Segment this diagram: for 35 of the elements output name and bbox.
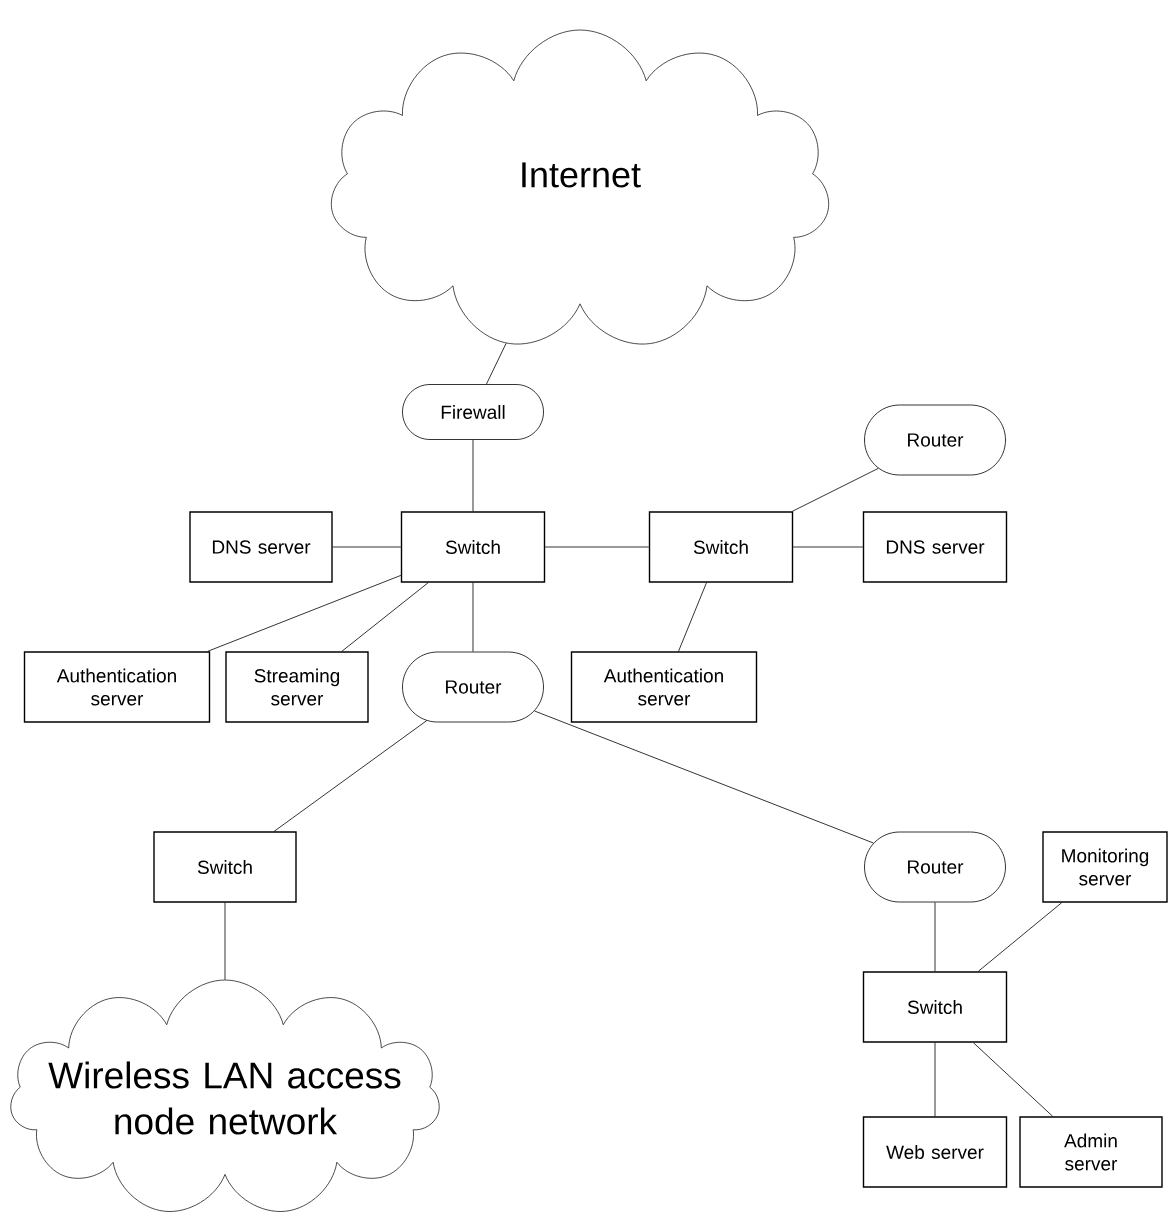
device-box: Admin server xyxy=(1019,1116,1163,1188)
connection-line xyxy=(332,546,402,548)
connection-line xyxy=(486,342,507,385)
device-box: Authentication server xyxy=(23,651,211,723)
connection-line xyxy=(792,467,879,512)
connection-line xyxy=(544,546,650,548)
device-box: Switch xyxy=(862,971,1008,1043)
connection-line xyxy=(224,902,226,981)
connection-line xyxy=(678,582,707,652)
connection-line xyxy=(973,1042,1054,1117)
device-box: Monitoring server xyxy=(1042,831,1168,903)
device-box: Web server xyxy=(862,1116,1008,1188)
device-box: Switch xyxy=(648,511,794,583)
connection-line xyxy=(472,439,474,512)
connection-line xyxy=(977,902,1063,972)
connection-line xyxy=(273,720,427,832)
device-box: Streaming server xyxy=(225,651,369,723)
device-capsule: Router xyxy=(864,404,1006,476)
device-capsule: Router xyxy=(402,651,544,723)
device-box: DNS server xyxy=(862,511,1008,583)
connection-line xyxy=(341,582,429,652)
connection-line xyxy=(792,546,864,548)
connection-line xyxy=(472,582,474,652)
device-capsule: Router xyxy=(864,831,1006,903)
connection-line xyxy=(207,575,402,652)
connection-line xyxy=(934,1042,936,1117)
device-box: Switch xyxy=(153,831,297,903)
device-box: Authentication server xyxy=(570,651,758,723)
device-capsule: Firewall xyxy=(402,384,544,440)
network-cloud: Wireless LAN access node network xyxy=(10,979,440,1212)
device-box: DNS server xyxy=(189,511,333,583)
network-cloud: Internet xyxy=(331,29,829,345)
connection-line xyxy=(534,710,874,844)
connection-line xyxy=(934,902,936,972)
device-box: Switch xyxy=(400,511,546,583)
